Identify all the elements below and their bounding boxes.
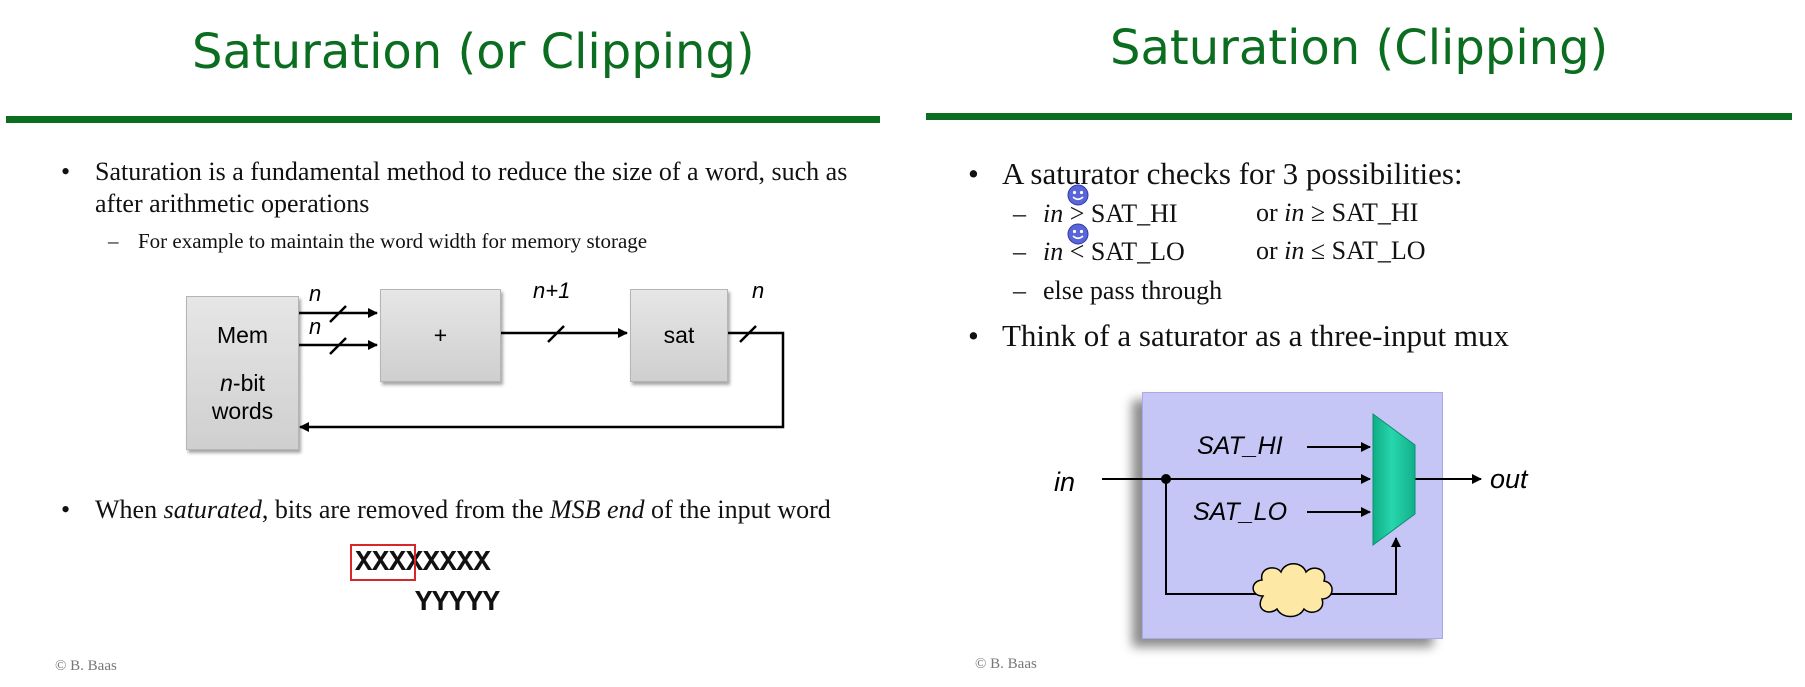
- adder-output-width-label: n+1: [533, 278, 571, 303]
- condition-2-alt-op: ≤ SAT_LO: [1304, 236, 1426, 265]
- condition-1-op: > SAT_HI: [1063, 199, 1178, 228]
- mem-width-label: n-bit: [220, 369, 265, 397]
- mem-label: Mem: [216, 322, 269, 348]
- sat-lo-label: SAT_LO: [1193, 498, 1288, 526]
- right-condition-3: – else pass through: [1013, 275, 1223, 307]
- left-slide-title: Saturation (or Clipping): [192, 24, 755, 80]
- right-title-rule: [926, 113, 1792, 120]
- right-slide-title: Saturation (Clipping): [1110, 20, 1609, 76]
- memory-block: Mem n-bit words: [186, 296, 299, 450]
- adder-label: +: [433, 322, 448, 348]
- left-footer: © B. Baas: [55, 658, 117, 674]
- mem-words-label: words: [211, 398, 274, 424]
- left-sub-1: – For example to maintain the word width…: [108, 227, 648, 255]
- right-condition-1-alt: or in ≥ SAT_HI: [1256, 198, 1418, 228]
- input-word: XXXXXXXX: [355, 546, 491, 579]
- removed-msb-highlight: [350, 544, 416, 581]
- condition-1-in: in: [1043, 199, 1064, 228]
- mem-bit-label: -bit: [232, 370, 265, 396]
- left-bullet-2-msb-end: MSB end: [549, 495, 645, 524]
- bullet-dot: •: [61, 495, 71, 524]
- slide-left: Saturation (or Clipping) • Saturation is…: [0, 0, 900, 687]
- left-title-rule: [6, 116, 880, 123]
- left-bullet-1: • Saturation is a fundamental method to …: [61, 156, 885, 220]
- output-word: YYYYY: [415, 586, 500, 619]
- mux-input-label: in: [1054, 467, 1076, 497]
- sub-dash: –: [1013, 199, 1026, 228]
- condition-2-in: in: [1043, 237, 1064, 266]
- right-condition-2-alt: or in ≤ SAT_LO: [1256, 236, 1426, 266]
- left-bullet-2: • When saturated, bits are removed from …: [61, 494, 831, 526]
- left-bullet-2-part3: , bits are removed from the: [261, 495, 550, 524]
- input-junction-dot: [1161, 474, 1171, 484]
- sat-hi-label: SAT_HI: [1197, 432, 1283, 460]
- right-condition-2: – in < SAT_LO: [1013, 236, 1185, 268]
- input-width-label-bottom: n: [309, 314, 322, 339]
- left-bullet-1-text: Saturation is a fundamental method to re…: [95, 157, 848, 218]
- bullet-dot: •: [968, 318, 979, 353]
- right-bullet-2-text: Think of a saturator as a three-input mu…: [1002, 318, 1510, 353]
- smiley-icon[interactable]: [1067, 223, 1089, 245]
- adder-block: +: [380, 289, 501, 382]
- condition-2-op: < SAT_LO: [1063, 237, 1185, 266]
- right-condition-1: – in > SAT_HI: [1013, 198, 1178, 230]
- logic-cloud: [1252, 563, 1333, 618]
- right-footer: © B. Baas: [975, 656, 1037, 672]
- slide-right: Saturation (Clipping) • A saturator chec…: [910, 0, 1805, 687]
- saturator-block: sat: [630, 289, 728, 382]
- bullet-dot: •: [61, 157, 71, 186]
- sat-label: sat: [663, 322, 695, 348]
- condition-2-alt-or: or: [1256, 236, 1285, 265]
- left-bullet-2-saturated: saturated: [163, 495, 262, 524]
- mux-output-label: out: [1490, 464, 1528, 494]
- smiley-icon[interactable]: [1067, 184, 1089, 206]
- condition-3-text: else pass through: [1043, 276, 1223, 305]
- condition-1-alt-in: in: [1284, 198, 1305, 227]
- left-diagram-wires: [298, 305, 785, 432]
- sat-output-width-label: n: [752, 278, 765, 303]
- left-bullet-2-part5: of the input word: [644, 495, 831, 524]
- condition-1-alt-or: or: [1256, 198, 1285, 227]
- right-bullet-2: • Think of a saturator as a three-input …: [968, 317, 1510, 355]
- sub-dash: –: [1013, 276, 1026, 305]
- mem-n-label: n: [220, 370, 233, 396]
- left-bullet-2-part1: When: [95, 495, 164, 524]
- condition-2-alt-in: in: [1284, 236, 1305, 265]
- mux-shape: [1372, 413, 1416, 546]
- condition-1-alt-op: ≥ SAT_HI: [1304, 198, 1419, 227]
- left-sub-1-text: For example to maintain the word width f…: [138, 229, 648, 253]
- sub-dash: –: [1013, 237, 1026, 266]
- mux-diagram-wires: [1102, 413, 1482, 618]
- bullet-dot: •: [968, 156, 979, 191]
- sub-dash: –: [108, 229, 119, 253]
- input-width-label-top: n: [309, 281, 322, 306]
